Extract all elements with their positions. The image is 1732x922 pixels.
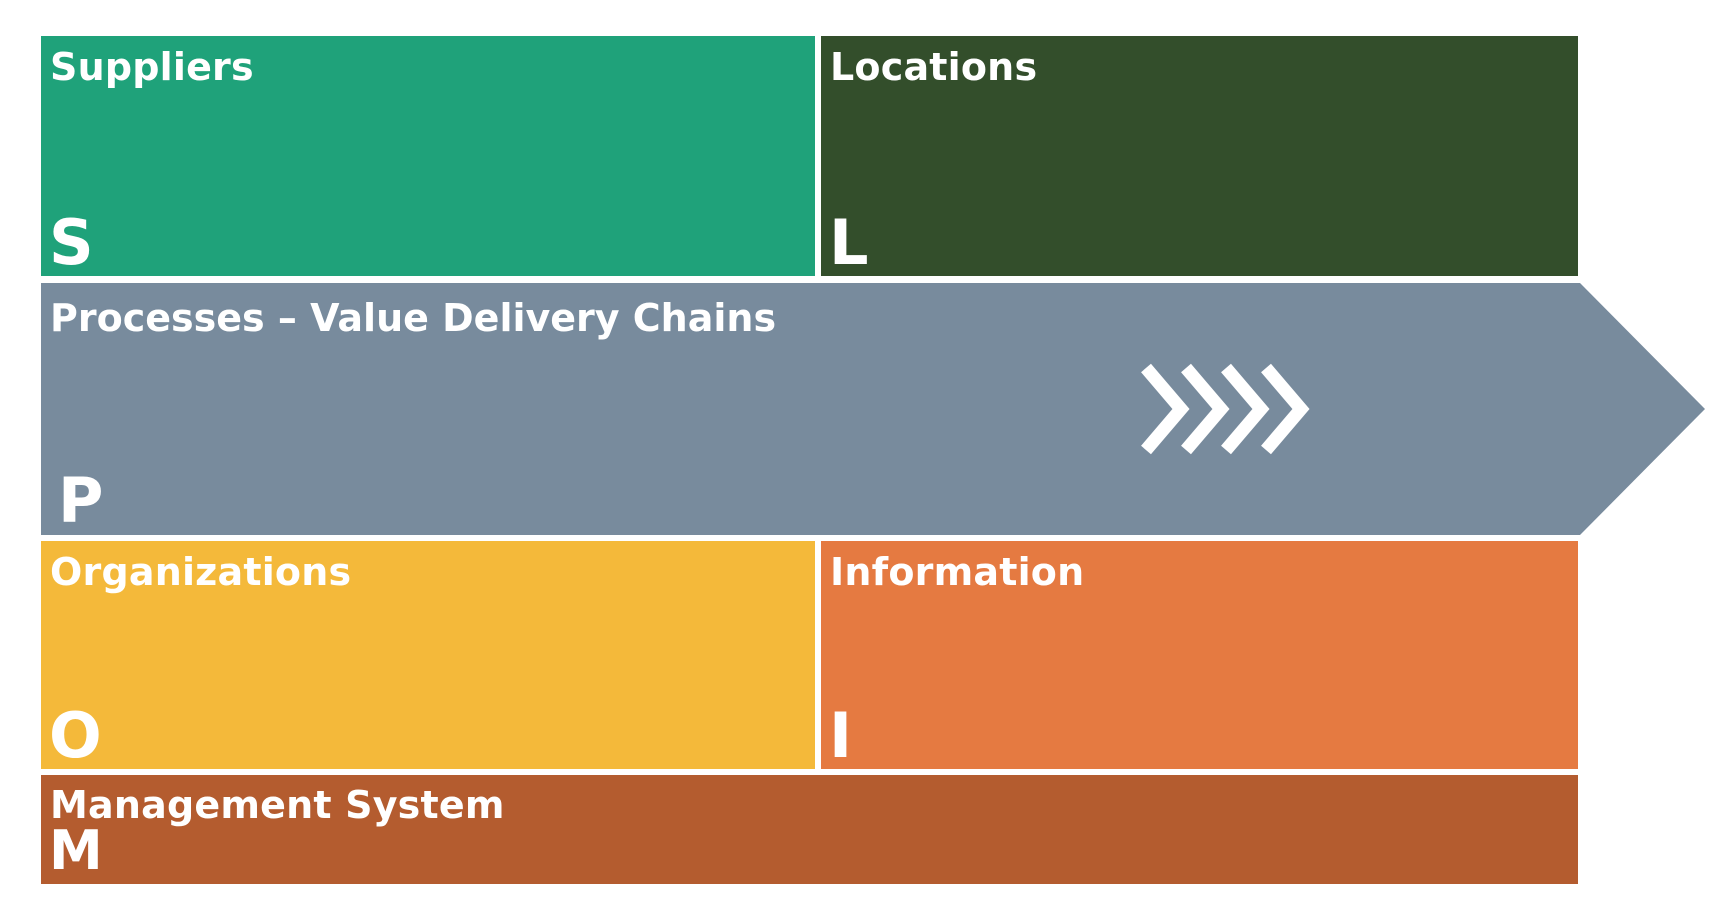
processes-title: Processes – Value Delivery Chains [50,296,777,340]
organizations-letter: O [49,699,102,772]
information-block: Information I [821,541,1578,769]
locations-block: Locations L [821,36,1578,276]
management-block: Management System M [41,775,1578,884]
processes-arrow [41,283,1705,535]
locations-title: Locations [830,45,1038,89]
organizations-block: Organizations O [41,541,815,769]
information-title: Information [830,550,1085,594]
processes-arrow-shape [41,283,1705,535]
chevrons-right-icon [1141,363,1310,455]
locations-letter: L [829,206,869,279]
suppliers-block: Suppliers S [41,36,815,276]
suppliers-letter: S [49,206,94,279]
suppliers-title: Suppliers [50,45,254,89]
processes-letter: P [58,464,104,537]
management-title: Management System [50,783,505,827]
management-letter: M [49,819,103,882]
information-letter: I [829,699,853,772]
organizations-title: Organizations [50,550,352,594]
